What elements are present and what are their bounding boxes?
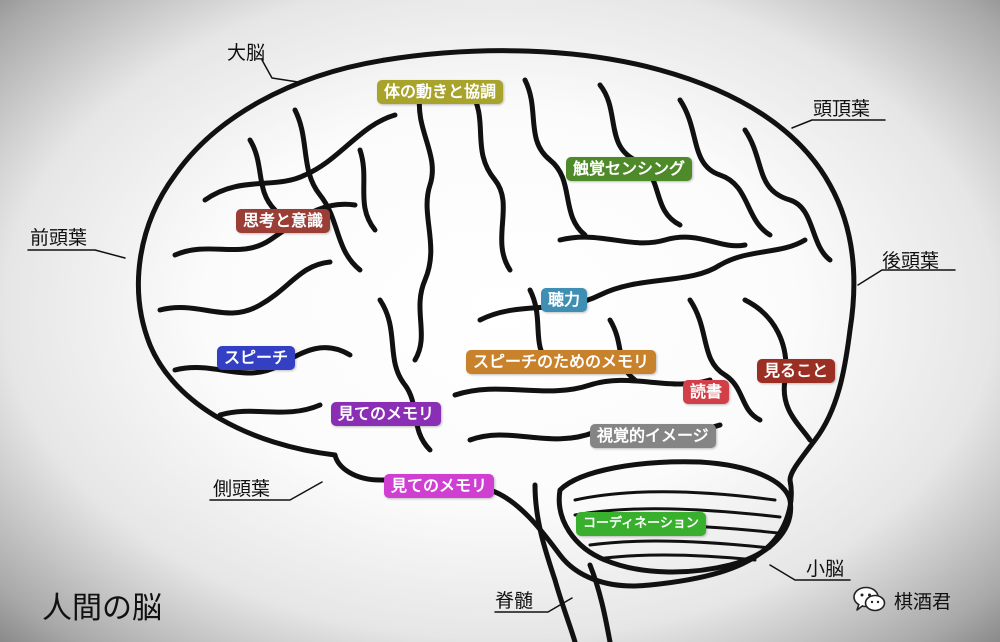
- brainstem-back: [587, 562, 613, 642]
- region-visual-imagery: 視覚的イメージ: [590, 424, 716, 448]
- label-frontal-lobe: 前頭葉: [30, 227, 88, 249]
- cerebellum-fold: [603, 553, 757, 562]
- page-title: 人間の脳: [42, 591, 162, 626]
- brain-fold: [687, 297, 763, 423]
- brain-fold: [412, 92, 435, 363]
- label-temporal-lobe: 側頭葉: [213, 478, 271, 500]
- watermark: 棋酒君: [852, 585, 951, 615]
- brain-fold: [467, 87, 513, 273]
- leader-line: [209, 481, 323, 501]
- leader-line: [769, 564, 851, 581]
- brain-fold: [522, 77, 588, 238]
- label-cerebrum: 大脳: [227, 42, 266, 64]
- region-visual-memory-upper: 見てのメモリ: [331, 402, 442, 426]
- leader-line: [791, 119, 886, 129]
- brainstem-front: [532, 482, 578, 642]
- region-thinking-consciousness: 思考と意識: [236, 209, 331, 233]
- region-reading: 読書: [683, 380, 730, 404]
- region-coordination: コーディネーション: [576, 512, 706, 536]
- label-spinal-cord: 脊髄: [495, 590, 534, 612]
- brain-fold: [742, 127, 833, 263]
- brain-fold: [557, 234, 748, 249]
- brain-fold: [597, 82, 683, 228]
- region-speech: スピーチ: [217, 346, 296, 370]
- brain-fold: [452, 377, 713, 398]
- leader-line: [857, 269, 956, 286]
- cerebellum-fold: [573, 507, 782, 519]
- brain-outline: [135, 48, 857, 589]
- region-speech-memory: スピーチのためのメモリ: [466, 350, 657, 374]
- brain-fold: [677, 97, 773, 238]
- region-movement-coordination: 体の動きと協調: [377, 80, 504, 104]
- brain-fold: [157, 259, 333, 316]
- label-cerebellum: 小脳: [806, 558, 845, 580]
- brain-fold: [202, 112, 398, 203]
- leader-line: [27, 249, 126, 259]
- cerebellum-fold: [588, 539, 772, 550]
- brain-fold: [217, 402, 323, 418]
- brain-fold: [377, 297, 433, 453]
- region-visual-memory-lower: 見てのメモリ: [384, 474, 495, 498]
- leader-line: [494, 597, 573, 613]
- leader-line: [261, 59, 299, 83]
- cerebellum-fold: [573, 490, 777, 502]
- label-parietal-lobe: 頭頂葉: [813, 98, 871, 120]
- cerebellum-outline: [556, 459, 794, 575]
- wechat-icon: [853, 586, 886, 612]
- region-touch-sensing: 触覚センシング: [566, 157, 693, 181]
- brain-fold: [292, 107, 363, 273]
- label-occipital-lobe: 後頭葉: [882, 250, 940, 272]
- region-seeing: 見ること: [757, 359, 836, 383]
- brain-fold: [357, 147, 378, 233]
- region-hearing: 聴力: [541, 288, 588, 312]
- watermark-text: 棋酒君: [894, 590, 952, 613]
- brain-fold: [247, 137, 278, 213]
